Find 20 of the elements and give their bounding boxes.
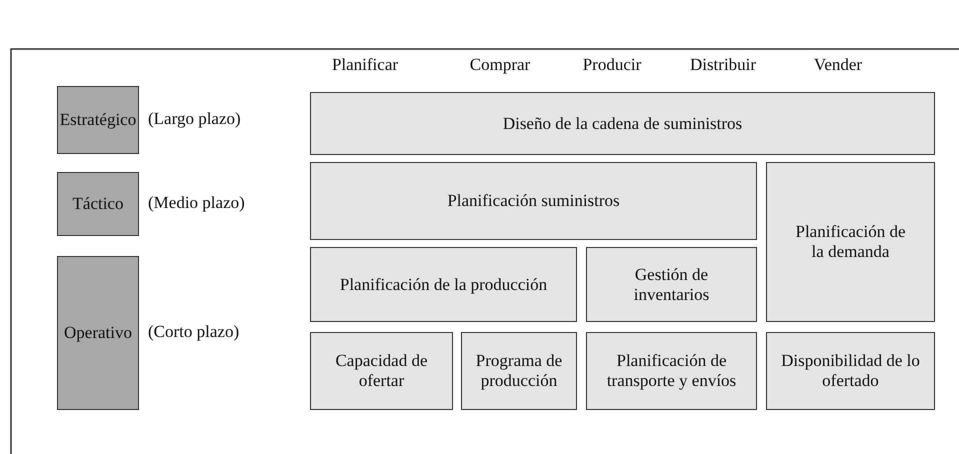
activity-box: Planificación de transporte y envíos (586, 332, 757, 410)
time-horizon-label: (Medio plazo) (148, 193, 245, 213)
level-box: Táctico (57, 172, 139, 236)
column-header: Comprar (470, 55, 530, 75)
column-header: Distribuir (690, 55, 756, 75)
column-header: Vender (814, 55, 862, 75)
activity-box: Capacidad de ofertar (310, 332, 453, 410)
activity-box: Disponibilidad de lo ofertado (766, 332, 935, 410)
column-header: Planificar (332, 55, 398, 75)
activity-box: Planificación de la demanda (766, 162, 935, 322)
level-box: Operativo (57, 256, 139, 410)
activity-box: Diseño de la cadena de suministros (310, 92, 935, 155)
time-horizon-label: (Corto plazo) (148, 322, 240, 342)
activity-box: Planificación suministros (310, 162, 757, 240)
column-header: Producir (582, 55, 642, 75)
activity-box: Planificación de la producción (310, 247, 577, 322)
level-box: Estratégico (57, 86, 139, 154)
activity-box: Gestión de inventarios (586, 247, 757, 322)
activity-box: Programa de producción (461, 332, 577, 410)
time-horizon-label: (Largo plazo) (148, 109, 241, 129)
